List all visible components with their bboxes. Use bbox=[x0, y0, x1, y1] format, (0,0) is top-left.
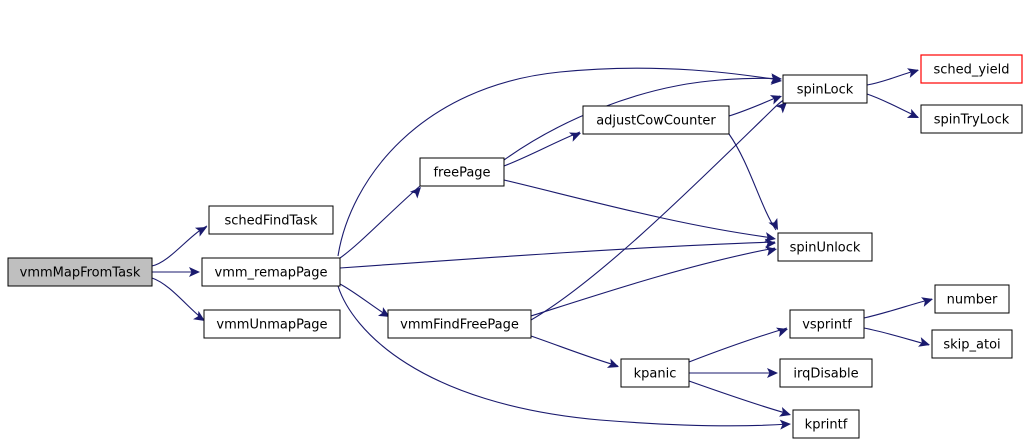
node-label-spinLock: spinLock bbox=[797, 83, 854, 98]
node-label-freePage: freePage bbox=[433, 166, 490, 181]
edge-vmmFindFreePage-to-spinLock bbox=[530, 99, 785, 321]
node-label-kprintf: kprintf bbox=[805, 418, 848, 433]
node-label-adjustCowCounter: adjustCowCounter bbox=[596, 114, 716, 129]
edge-spinLock-to-sched_yield bbox=[866, 69, 919, 86]
node-kprintf[interactable]: kprintf bbox=[792, 409, 860, 439]
node-label-spinUnlock: spinUnlock bbox=[790, 241, 861, 256]
node-label-vmmFindFreePage: vmmFindFreePage bbox=[400, 318, 519, 333]
arrowhead-vmm_remapPage bbox=[189, 267, 200, 277]
node-vmmFindFreePage[interactable]: vmmFindFreePage bbox=[387, 309, 532, 339]
arrowhead-spinLock-c bbox=[769, 95, 782, 105]
edge-freePage-to-spinLock bbox=[503, 77, 781, 161]
node-label-schedFindTask: schedFindTask bbox=[224, 214, 318, 229]
node-vsprintf[interactable]: vsprintf bbox=[789, 309, 865, 339]
edge-kpanic-to-kprintf bbox=[688, 380, 790, 415]
arrowhead-skip_atoi bbox=[918, 337, 930, 347]
edge-vsprintf-to-skip_atoi bbox=[863, 327, 930, 346]
node-sched_yield[interactable]: sched_yield bbox=[920, 54, 1023, 84]
node-box-spinUnlock[interactable] bbox=[777, 232, 873, 262]
arrowhead-spinLock-b bbox=[770, 73, 782, 84]
edge-vmmMapFromTask-to-schedFindTask bbox=[151, 225, 208, 267]
node-skip_atoi[interactable]: skip_atoi bbox=[931, 329, 1013, 359]
node-layer: vmmMapFromTask schedFindTask vmm_remapPage… bbox=[7, 54, 1023, 439]
arrowhead-freePage bbox=[409, 187, 421, 199]
arrowhead-adjustCowCounter bbox=[568, 132, 581, 142]
node-label-kpanic: kpanic bbox=[634, 367, 677, 382]
node-box-vmmFindFreePage[interactable] bbox=[387, 309, 532, 339]
arrowhead-spinUnlock-d bbox=[765, 246, 777, 257]
arrowhead-spinTryLock bbox=[906, 108, 919, 118]
edge-vsprintf-to-number bbox=[863, 298, 933, 319]
arrowhead-kprintf-b bbox=[779, 419, 791, 430]
node-box-adjustCowCounter[interactable] bbox=[582, 105, 730, 135]
arrowhead-number bbox=[921, 297, 933, 307]
node-label-number: number bbox=[947, 293, 998, 308]
node-box-vsprintf[interactable] bbox=[789, 309, 865, 339]
edge-vmm_remapPage-to-spinUnlock bbox=[339, 241, 776, 269]
node-label-spinTryLock: spinTryLock bbox=[934, 113, 1010, 128]
edge-vmm_remapPage-to-spinLock bbox=[337, 67, 781, 257]
node-irqDisable[interactable]: irqDisable bbox=[779, 358, 873, 388]
node-number[interactable]: number bbox=[934, 284, 1010, 314]
node-vmmUnmapPage[interactable]: vmmUnmapPage bbox=[203, 309, 341, 339]
arrowhead-irqDisable bbox=[767, 368, 778, 378]
arrowhead-vsprintf bbox=[775, 327, 788, 338]
arrowhead-layer bbox=[189, 68, 933, 430]
node-spinUnlock[interactable]: spinUnlock bbox=[777, 232, 873, 262]
node-label-irqDisable: irqDisable bbox=[793, 367, 858, 382]
edge-vmmMapFromTask-to-vmmUnmapPage bbox=[151, 277, 205, 321]
arrowhead-spinUnlock-b bbox=[764, 232, 776, 243]
arrowhead-spinUnlock-c bbox=[768, 217, 778, 230]
node-box-irqDisable[interactable] bbox=[779, 358, 873, 388]
node-label-sched_yield: sched_yield bbox=[933, 63, 1009, 78]
arrowhead-kprintf-a bbox=[779, 407, 791, 417]
node-schedFindTask[interactable]: schedFindTask bbox=[208, 205, 334, 235]
node-box-kpanic[interactable] bbox=[620, 358, 690, 388]
edge-adjustCowCounter-to-spinLock bbox=[728, 95, 781, 117]
arrowhead-schedFindTask bbox=[194, 227, 207, 237]
edge-vmmFindFreePage-to-kpanic bbox=[530, 335, 619, 367]
node-box-kprintf[interactable] bbox=[792, 409, 860, 439]
edge-vmm_remapPage-to-kprintf bbox=[337, 285, 790, 427]
node-box-sched_yield[interactable] bbox=[920, 54, 1023, 84]
node-box-spinLock[interactable] bbox=[782, 74, 868, 104]
node-freePage[interactable]: freePage bbox=[419, 157, 505, 187]
arrowhead-sched_yield bbox=[907, 68, 919, 78]
arrowhead-kpanic bbox=[606, 358, 619, 368]
node-box-spinTryLock[interactable] bbox=[920, 104, 1023, 134]
arrowhead-vmmUnmapPage bbox=[193, 310, 205, 321]
edge-freePage-to-spinUnlock bbox=[503, 179, 775, 239]
node-box-vmm_remapPage[interactable] bbox=[201, 257, 341, 287]
node-label-vmmMapFromTask: vmmMapFromTask bbox=[20, 266, 141, 281]
edge-vmmFindFreePage-to-spinUnlock bbox=[530, 247, 776, 317]
node-vmm_remapPage[interactable]: vmm_remapPage bbox=[201, 257, 341, 287]
edge-spinLock-to-spinTryLock bbox=[866, 93, 919, 118]
node-box-skip_atoi[interactable] bbox=[931, 329, 1013, 359]
edge-kpanic-to-vsprintf bbox=[688, 327, 788, 363]
arrowhead-vmmFindFreePage bbox=[377, 307, 390, 317]
node-label-vmm_remapPage: vmm_remapPage bbox=[215, 266, 328, 281]
node-box-vmmUnmapPage[interactable] bbox=[203, 309, 341, 339]
node-spinLock[interactable]: spinLock bbox=[782, 74, 868, 104]
node-spinTryLock[interactable]: spinTryLock bbox=[920, 104, 1023, 134]
node-box-schedFindTask[interactable] bbox=[208, 205, 334, 235]
node-vmmMapFromTask[interactable]: vmmMapFromTask bbox=[7, 257, 153, 287]
node-box-vmmMapFromTask[interactable] bbox=[7, 257, 153, 287]
edge-freePage-to-adjustCowCounter bbox=[503, 131, 581, 167]
edge-vmm_remapPage-to-vmmFindFreePage bbox=[339, 283, 389, 317]
node-label-vsprintf: vsprintf bbox=[802, 318, 852, 333]
edge-adjustCowCounter-to-spinUnlock bbox=[728, 133, 777, 231]
node-box-number[interactable] bbox=[934, 284, 1010, 314]
node-adjustCowCounter[interactable]: adjustCowCounter bbox=[582, 105, 730, 135]
node-box-freePage[interactable] bbox=[419, 157, 505, 187]
arrowhead-spinLock-d bbox=[775, 102, 787, 114]
node-kpanic[interactable]: kpanic bbox=[620, 358, 690, 388]
node-label-skip_atoi: skip_atoi bbox=[943, 338, 1000, 353]
node-label-vmmUnmapPage: vmmUnmapPage bbox=[216, 318, 327, 333]
edge-vmm_remapPage-to-freePage bbox=[339, 185, 421, 259]
